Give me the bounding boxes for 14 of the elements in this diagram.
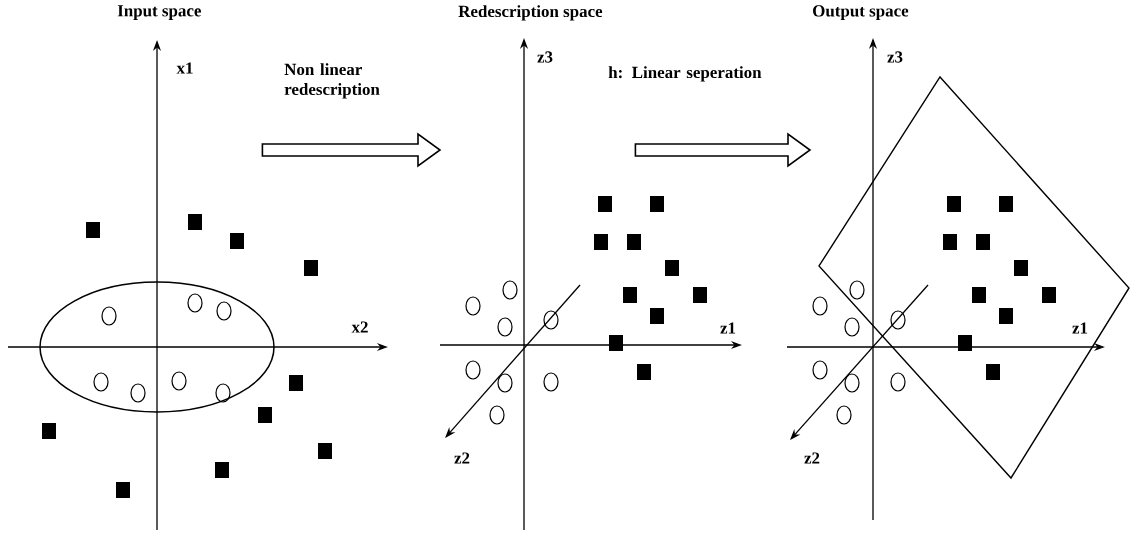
panel-title: Input space	[117, 5, 201, 20]
edge-label: h: Linear seperation	[608, 66, 762, 82]
edge-label: Non linear redescription	[284, 63, 380, 99]
axis-label: z2	[804, 452, 820, 464]
hollow-arrow	[261, 132, 442, 168]
axis-label: z3	[537, 51, 553, 63]
hollow-arrow	[634, 132, 812, 168]
axis-label: x2	[351, 321, 368, 333]
panel-title: Redescription space	[458, 5, 603, 21]
axis-label: z1	[720, 322, 736, 334]
axis-label: z1	[1072, 322, 1088, 334]
axis-label: x1	[176, 62, 193, 74]
axis-label: z2	[454, 452, 470, 464]
panel-title: Output space	[813, 5, 909, 20]
